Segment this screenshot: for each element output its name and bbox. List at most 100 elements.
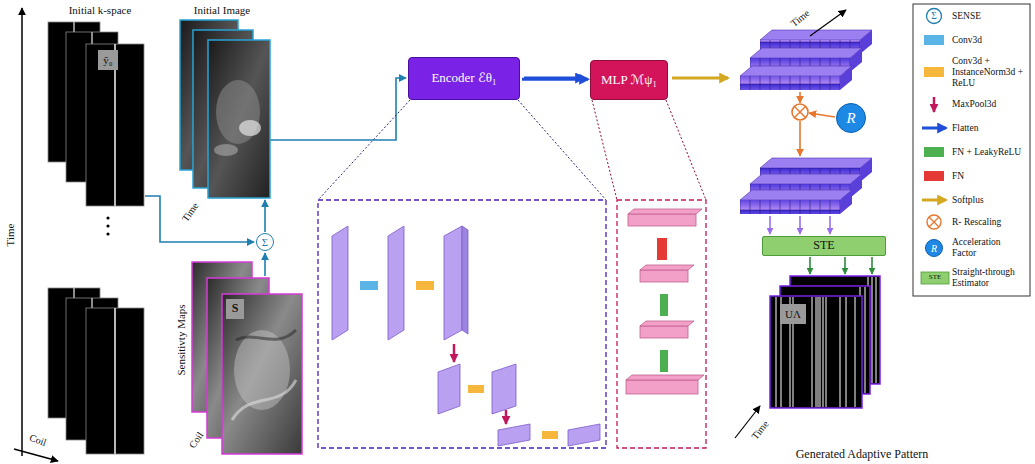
encoder-detail <box>518 100 606 200</box>
legend-text: MaxPool3d <box>952 99 1026 110</box>
legend-text: FN + LeakyReLU <box>952 147 1026 158</box>
time-arrow <box>810 10 846 36</box>
legend-sample <box>922 127 946 130</box>
encoder-detail <box>492 364 516 414</box>
image-stack <box>208 40 270 198</box>
image-stack <box>214 144 238 156</box>
rescaling-symbol <box>799 92 801 103</box>
softplus-arrow <box>672 77 728 80</box>
image-stack <box>239 120 261 136</box>
acceleration-circle: R <box>836 103 866 133</box>
axis-label: Time <box>4 224 16 247</box>
sensitivity-stack <box>234 330 290 410</box>
mlp-detail <box>592 100 617 200</box>
voxel-blocks <box>840 190 852 214</box>
ste-input-arrows <box>769 216 771 234</box>
voxel-blocks <box>760 158 872 168</box>
sense-circle: Σ <box>256 233 274 251</box>
encoder-detail <box>318 200 606 448</box>
mlp-detail <box>660 294 668 316</box>
sense-wire <box>264 200 266 232</box>
encoder-detail <box>416 281 434 290</box>
mlp-detail <box>626 209 704 394</box>
ellipsis-dots <box>106 232 109 235</box>
legend-symbol: R <box>931 243 937 254</box>
legend-frame <box>913 4 1030 296</box>
legend-text: Conv3d <box>952 35 1026 46</box>
legend-sample <box>921 9 949 285</box>
mlp-box: MLP ℳψ₁ <box>590 60 668 100</box>
legend-symbol: Σ <box>931 11 937 21</box>
coil-axis <box>14 449 58 461</box>
legend-symbol: STE <box>929 274 941 282</box>
time-axis <box>21 8 23 456</box>
mask-stack <box>816 297 817 407</box>
voxel-blocks <box>740 190 852 200</box>
voxel-blocks <box>740 30 872 90</box>
mlp-detail <box>592 100 706 448</box>
softplus-arrow <box>672 78 728 79</box>
kspace-stack <box>86 308 144 454</box>
sensitivity-stack <box>236 330 296 340</box>
symbol-label: ỹ₀ <box>103 54 112 66</box>
mlp-detail <box>626 375 704 380</box>
coil-axis <box>14 449 58 461</box>
mlp-detail <box>640 270 688 282</box>
ste-output-arrows <box>810 257 872 274</box>
voxel-blocks <box>840 66 852 90</box>
node-text: STE <box>813 239 834 252</box>
legend-swatch <box>924 35 944 45</box>
encoder-detail <box>318 100 606 448</box>
node-text: R <box>846 110 855 127</box>
voxel-blocks <box>750 174 862 184</box>
kspace-stack <box>98 50 118 70</box>
legend-swatch <box>924 67 944 77</box>
legend-text: SENSE <box>952 11 1026 22</box>
legend-sample <box>926 240 943 257</box>
mask-stack <box>770 296 862 408</box>
node-text: Σ <box>262 236 268 248</box>
legend-sample <box>929 217 939 227</box>
mask-stack <box>865 287 866 393</box>
sensitivity-stack <box>222 294 302 454</box>
legend-text: Flatten <box>952 123 1026 134</box>
mlp-detail <box>640 321 694 326</box>
legend-frame <box>913 4 1030 296</box>
flatten-arrow <box>522 78 588 81</box>
time-arrow <box>810 10 846 36</box>
ste-output-arrows <box>809 257 811 274</box>
voxel-blocks <box>740 76 840 90</box>
legend-text: Conv3d + InstanceNorm3d + ReLU <box>952 56 1026 89</box>
sensitivity-stack <box>192 262 302 454</box>
mlp-detail <box>628 209 702 214</box>
ellipsis-dots <box>106 216 109 219</box>
mlp-detail <box>626 380 698 394</box>
mask-stack <box>780 304 806 324</box>
symbol-label: UΛ <box>785 308 801 320</box>
legend-text: FN <box>952 171 1026 182</box>
mlp-detail <box>628 214 696 226</box>
rescaling-symbol <box>792 104 808 120</box>
time-axis <box>22 8 23 456</box>
kspace-stack <box>48 22 144 206</box>
legend-sample <box>927 9 942 24</box>
voxel-blocks <box>740 158 872 214</box>
rescaling-symbol <box>794 106 805 117</box>
mask-stack <box>770 276 880 408</box>
legend-sample <box>922 199 946 202</box>
kspace-stack <box>114 308 116 454</box>
legend-sample <box>921 272 949 284</box>
mask-stack <box>820 297 821 407</box>
encoder-detail <box>498 424 530 446</box>
encoder-detail <box>332 226 348 340</box>
mlp-detail <box>617 200 706 448</box>
node-text: Encoder ℰθ₁ <box>431 71 496 85</box>
mlp-detail <box>660 350 668 372</box>
panel-title: Initial Image <box>194 4 251 16</box>
rescaling-symbol <box>794 106 805 117</box>
sensitivity-stack <box>232 380 296 420</box>
encoder-detail <box>542 431 558 439</box>
ste-input-arrows <box>799 216 801 234</box>
voxel-blocks <box>750 48 862 58</box>
axis-label: Time <box>180 200 201 223</box>
